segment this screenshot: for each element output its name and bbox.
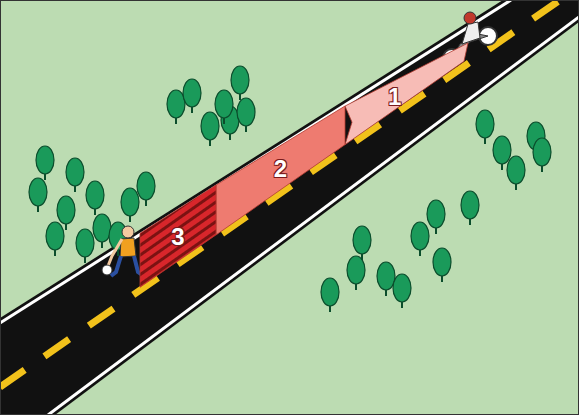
tree-crown bbox=[321, 278, 339, 306]
road-edge-line bbox=[48, 17, 579, 415]
tree bbox=[321, 278, 339, 312]
pedestrian-head bbox=[122, 226, 134, 238]
tree bbox=[411, 222, 429, 256]
tree bbox=[461, 191, 479, 225]
tree-crown bbox=[476, 110, 494, 138]
rider bbox=[462, 22, 480, 44]
tree-crown bbox=[121, 188, 139, 216]
tree-crown bbox=[183, 79, 201, 107]
tree bbox=[121, 188, 139, 222]
tree-crown bbox=[533, 138, 551, 166]
tree bbox=[201, 112, 219, 146]
tree-crown bbox=[393, 274, 411, 302]
tree bbox=[353, 226, 371, 260]
tree-crown bbox=[66, 158, 84, 186]
tree-crown bbox=[93, 214, 111, 242]
zone-fill bbox=[216, 106, 345, 235]
tree-crown bbox=[347, 256, 365, 284]
tree-crown bbox=[201, 112, 219, 140]
tree-crown bbox=[86, 181, 104, 209]
tree bbox=[347, 256, 365, 290]
tree bbox=[167, 90, 185, 124]
tree bbox=[215, 90, 233, 124]
tree-crown bbox=[29, 178, 47, 206]
tree-crown bbox=[57, 196, 75, 224]
zone-number: 1 bbox=[388, 83, 401, 111]
pedestrian bbox=[102, 226, 144, 276]
tree-crown bbox=[353, 226, 371, 254]
tree bbox=[476, 110, 494, 144]
rider-helmet bbox=[464, 12, 476, 24]
tree-crown bbox=[231, 66, 249, 94]
zone-fill bbox=[345, 43, 468, 145]
tree-crown bbox=[237, 98, 255, 126]
pedestrian-legs bbox=[111, 256, 144, 276]
tree-crown bbox=[493, 136, 511, 164]
tree bbox=[533, 138, 551, 172]
tree bbox=[377, 262, 395, 296]
tree-crown bbox=[167, 90, 185, 118]
tree bbox=[433, 248, 451, 282]
tree-crown bbox=[433, 248, 451, 276]
tree bbox=[29, 178, 47, 212]
tree-crown bbox=[411, 222, 429, 250]
zone-number: 2 bbox=[274, 155, 287, 183]
center-line bbox=[0, 0, 560, 387]
tree-crown bbox=[46, 222, 64, 250]
tree bbox=[507, 156, 525, 190]
tree bbox=[237, 98, 255, 132]
tree bbox=[86, 181, 104, 215]
zone-fill bbox=[140, 185, 216, 287]
tree bbox=[183, 79, 201, 113]
tree-crown bbox=[461, 191, 479, 219]
tree bbox=[66, 158, 84, 192]
risk-zone: 3 bbox=[140, 185, 216, 287]
tree bbox=[36, 146, 54, 180]
zone-number: 3 bbox=[171, 223, 184, 251]
tree-group bbox=[29, 66, 551, 312]
tree bbox=[393, 274, 411, 308]
tree-crown bbox=[215, 90, 233, 118]
tree-crown bbox=[507, 156, 525, 184]
tree bbox=[231, 66, 249, 100]
tree-crown bbox=[76, 229, 94, 257]
zone-shape bbox=[345, 43, 468, 145]
tree bbox=[46, 222, 64, 256]
risk-zone: 1 bbox=[345, 43, 468, 145]
risk-zone: 2 bbox=[216, 106, 345, 235]
road-edge-line bbox=[0, 0, 511, 323]
tree bbox=[137, 172, 155, 206]
tree bbox=[93, 214, 111, 248]
ball bbox=[102, 265, 112, 275]
tree-crown bbox=[377, 262, 395, 290]
tree-crown bbox=[137, 172, 155, 200]
tree bbox=[427, 200, 445, 234]
tree-crown bbox=[427, 200, 445, 228]
tree bbox=[76, 229, 94, 263]
tree-crown bbox=[36, 146, 54, 174]
